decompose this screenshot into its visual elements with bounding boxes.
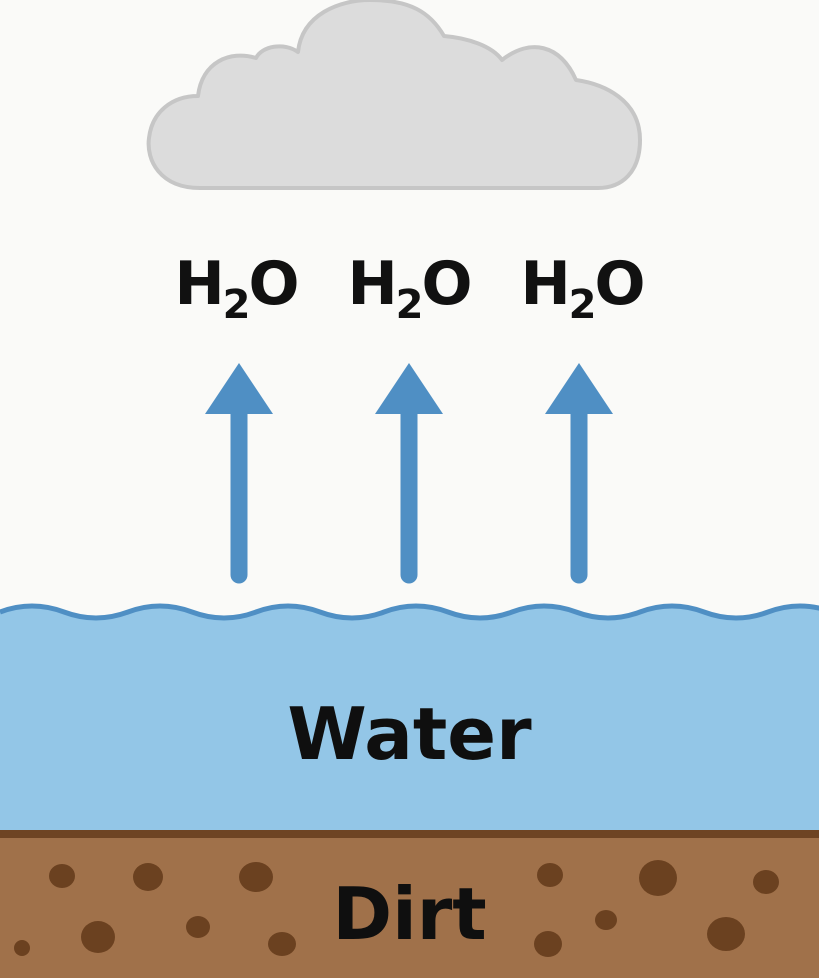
- soil-particle: [707, 917, 745, 951]
- soil-particle: [133, 863, 163, 891]
- water-body: [0, 606, 819, 836]
- soil-particle: [268, 932, 296, 956]
- molecule-subscript: 2: [395, 282, 424, 328]
- soil-particle: [14, 940, 30, 956]
- dirt-label: Dirt: [332, 872, 487, 956]
- h2o-label: H2O: [508, 244, 658, 331]
- soil-particle: [49, 864, 75, 888]
- molecule-element: H: [174, 249, 225, 319]
- soil-particle: [753, 870, 779, 894]
- water-label: Water: [287, 692, 532, 776]
- soil-particle: [239, 862, 273, 892]
- h2o-label: H2O: [162, 244, 312, 331]
- soil-top-edge: [0, 830, 819, 838]
- arrow-head: [545, 363, 613, 414]
- water-surface-line: [0, 603, 819, 621]
- soil-particle: [81, 921, 115, 953]
- molecule-subscript: 2: [568, 282, 597, 328]
- soil-particles: [14, 860, 779, 957]
- h2o-label: H2O: [335, 244, 485, 331]
- arrow-up-icon: [205, 363, 273, 584]
- molecule-element: O: [421, 249, 473, 319]
- soil-particle: [639, 860, 677, 896]
- molecule-element: O: [248, 249, 300, 319]
- soil-layer: [0, 836, 819, 978]
- soil-particle: [537, 863, 563, 887]
- cloud-icon: [146, 0, 642, 190]
- arrow-up-icon: [545, 363, 613, 584]
- molecule-element: O: [594, 249, 646, 319]
- soil-particle: [186, 916, 210, 938]
- arrow-head: [205, 363, 273, 414]
- arrow-up-icon: [375, 363, 443, 584]
- molecule-subscript: 2: [222, 282, 251, 328]
- soil-particle: [595, 910, 617, 930]
- soil-particle: [534, 931, 562, 957]
- molecule-element: H: [347, 249, 398, 319]
- arrow-head: [375, 363, 443, 414]
- molecule-element: H: [520, 249, 571, 319]
